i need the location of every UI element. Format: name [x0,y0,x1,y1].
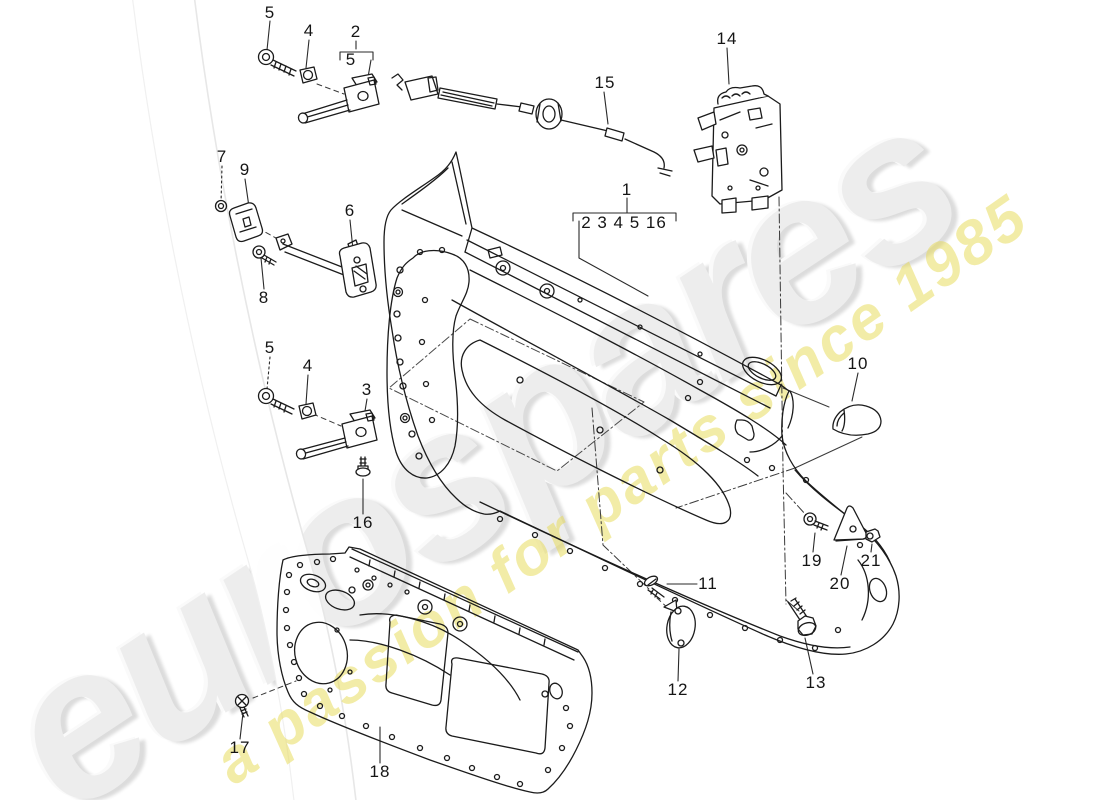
part-label-5: 5 [345,50,357,69]
part-label-12: 12 [667,680,689,699]
lock-cable [391,73,673,177]
part-label-15: 15 [594,73,616,92]
part-label-19: 19 [801,551,823,570]
part-label-14: 14 [716,29,738,48]
part-label-17: 17 [229,738,251,757]
door-hinge-upper [257,48,380,124]
construction-lines [252,83,863,699]
part-label-1: 1 [621,180,633,199]
part-label-5: 5 [264,338,276,357]
part-label-4: 4 [302,356,314,375]
part-label-16: 16 [352,513,374,532]
part-label-6: 6 [344,201,356,220]
part-label-13: 13 [805,673,827,692]
part-label-2-3-4-5-16: 2 3 4 5 16 [581,213,667,232]
part-label-4: 4 [303,21,315,40]
part-label-18: 18 [369,762,391,781]
part-label-8: 8 [258,288,270,307]
door-hinge-lower [257,387,378,477]
part-label-21: 21 [860,551,882,570]
part-label-9: 9 [239,160,251,179]
part-label-20: 20 [829,574,851,593]
leader-lines [220,20,873,764]
door-inner-panel [276,546,593,794]
door-shell [383,151,900,655]
part-label-5: 5 [264,3,276,22]
part-label-3: 3 [361,380,373,399]
door-check-group [214,199,377,298]
mirror-base-cover [832,404,882,436]
striker-wedge-group [803,505,881,543]
panel-screw [234,693,250,718]
part-label-10: 10 [847,354,869,373]
hex-bolt [787,597,817,637]
door-latch [693,85,783,214]
part-label-2: 2 [350,22,362,41]
part-label-11: 11 [698,574,718,593]
door-wedge-group [643,575,696,649]
part-label-7: 7 [216,147,228,166]
